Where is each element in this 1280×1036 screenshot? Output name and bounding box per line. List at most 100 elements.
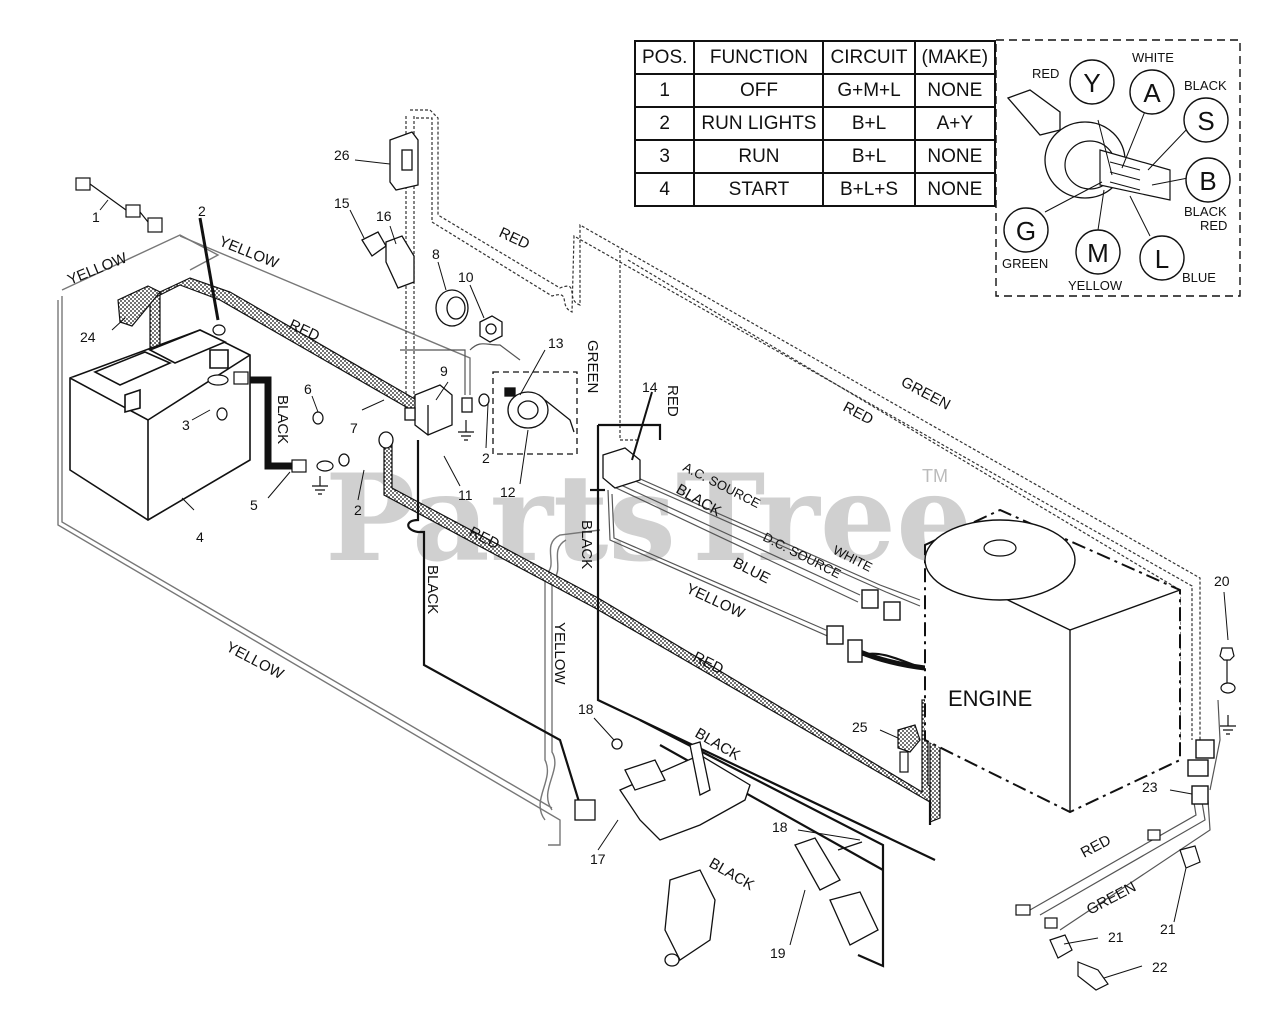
table-header-cell: CIRCUIT bbox=[822, 40, 916, 75]
label-black: BLACK bbox=[274, 395, 291, 444]
battery-cover bbox=[117, 285, 161, 327]
part-number: 2 bbox=[198, 203, 206, 219]
label-yellow: YELLOW bbox=[551, 622, 568, 685]
part-number: 10 bbox=[458, 269, 474, 285]
part-number: 3 bbox=[182, 417, 190, 433]
part-number: 22 bbox=[1152, 959, 1168, 975]
table-header-cell: (MAKE) bbox=[913, 40, 997, 75]
part-number: 11 bbox=[458, 487, 473, 503]
terminal-color: GREEN bbox=[1002, 256, 1048, 271]
engine-connectors bbox=[826, 589, 1215, 805]
label-yellow: YELLOW bbox=[217, 233, 282, 272]
terminal-color: YELLOW bbox=[1068, 278, 1123, 293]
part-number: 25 bbox=[852, 719, 868, 735]
part-number: 1 bbox=[92, 209, 100, 225]
part-number: 8 bbox=[432, 246, 440, 262]
part-number: 7 bbox=[350, 420, 358, 436]
table-row: 1 OFF G+M+L NONE bbox=[633, 73, 997, 108]
engine-lead bbox=[859, 649, 926, 671]
fuse-holder bbox=[602, 447, 641, 489]
part-number: 6 bbox=[304, 381, 312, 397]
table-cell: 1 bbox=[633, 73, 696, 108]
table-cell: 2 bbox=[633, 106, 696, 141]
table-cell: B+L+S bbox=[822, 172, 916, 207]
terminal-l: L bbox=[1155, 244, 1169, 274]
engine bbox=[924, 508, 1181, 814]
label-red: RED bbox=[664, 385, 681, 417]
bezel-nut bbox=[435, 289, 503, 343]
misc-wires bbox=[400, 343, 521, 395]
part-number: 12 bbox=[500, 484, 516, 500]
table-cell: B+L bbox=[822, 106, 916, 141]
terminal-g: G bbox=[1016, 216, 1036, 246]
terminal-color: WHITE bbox=[1132, 50, 1174, 65]
table-cell: A+Y bbox=[913, 106, 997, 141]
part-number: 18 bbox=[772, 819, 788, 835]
ignition-switch-assembly bbox=[492, 371, 578, 455]
label-black: BLACK bbox=[578, 520, 595, 569]
table-cell: G+M+L bbox=[822, 73, 916, 108]
table-cell: NONE bbox=[913, 73, 997, 108]
part-number: 9 bbox=[440, 363, 448, 379]
table-cell: 4 bbox=[633, 172, 696, 207]
ground-symbols bbox=[312, 420, 1236, 735]
key-and-housing bbox=[361, 131, 419, 289]
table-cell: NONE bbox=[913, 139, 997, 174]
table-header-cell: POS. bbox=[633, 40, 696, 75]
table-cell: RUN bbox=[693, 139, 825, 174]
part-number: 21 bbox=[1108, 929, 1124, 945]
yellow-wire-loop bbox=[57, 234, 601, 846]
switch-function-table: POS. FUNCTION CIRCUIT (MAKE) 1 OFF G+M+L… bbox=[633, 40, 997, 207]
label-red: RED bbox=[840, 399, 876, 429]
part-number: 24 bbox=[80, 329, 96, 345]
label-yellow: YELLOW bbox=[223, 639, 287, 684]
part-number: 16 bbox=[376, 208, 392, 224]
part-number: 21 bbox=[1160, 921, 1176, 937]
terminal-y: Y bbox=[1083, 68, 1100, 98]
engine-label: ENGINE bbox=[948, 686, 1032, 711]
switch-terminal-inset: Y A S B G M L RED WHITE BLACK BLACK RED … bbox=[995, 39, 1241, 297]
source-wires bbox=[607, 469, 921, 639]
battery-hardware bbox=[207, 324, 334, 473]
seat-switch-bracket bbox=[574, 738, 751, 841]
terminal-color: RED bbox=[1032, 66, 1059, 81]
part-number: 18 bbox=[578, 701, 594, 717]
table-row: 2 RUN LIGHTS B+L A+Y bbox=[633, 106, 997, 141]
part-number: 13 bbox=[548, 335, 564, 351]
terminal-color: RED bbox=[1200, 218, 1227, 233]
trademark: TM bbox=[922, 466, 948, 486]
terminal-color: BLUE bbox=[1182, 270, 1216, 285]
label-red: RED bbox=[1078, 832, 1114, 862]
label-yellow: YELLOW bbox=[65, 249, 130, 288]
table-row: 4 START B+L+S NONE bbox=[633, 172, 997, 207]
part-number: 15 bbox=[334, 195, 350, 211]
terminal-color: BLACK bbox=[1184, 78, 1227, 93]
solenoid bbox=[338, 384, 490, 467]
watermark: PartsTree bbox=[325, 448, 972, 589]
part-number: 23 bbox=[1142, 779, 1158, 795]
table-header-row: POS. FUNCTION CIRCUIT (MAKE) bbox=[633, 40, 997, 75]
label-green: GREEN bbox=[584, 340, 601, 393]
table-cell: START bbox=[693, 172, 825, 207]
interlock-switch bbox=[664, 837, 879, 967]
table-header-cell: FUNCTION bbox=[693, 40, 825, 75]
label-green: GREEN bbox=[898, 374, 953, 414]
table-cell: OFF bbox=[693, 73, 825, 108]
table-cell: RUN LIGHTS bbox=[693, 106, 825, 141]
label-red: RED bbox=[496, 224, 532, 253]
part-number: 5 bbox=[250, 497, 258, 513]
black-ground-cable bbox=[240, 376, 300, 470]
part-number: 4 bbox=[196, 529, 204, 545]
headlight-sockets bbox=[1015, 829, 1201, 991]
part-number: 19 bbox=[770, 945, 786, 961]
label-black: BLACK bbox=[424, 565, 441, 614]
part-number: 20 bbox=[1214, 573, 1230, 589]
part-number: 26 bbox=[334, 147, 350, 163]
table-cell: B+L bbox=[822, 139, 916, 174]
part-number: 14 bbox=[642, 379, 658, 395]
label-black: BLACK bbox=[706, 855, 757, 894]
terminal-color: BLACK bbox=[1184, 204, 1227, 219]
part-number: 2 bbox=[354, 502, 362, 518]
table-cell: 3 bbox=[633, 139, 696, 174]
